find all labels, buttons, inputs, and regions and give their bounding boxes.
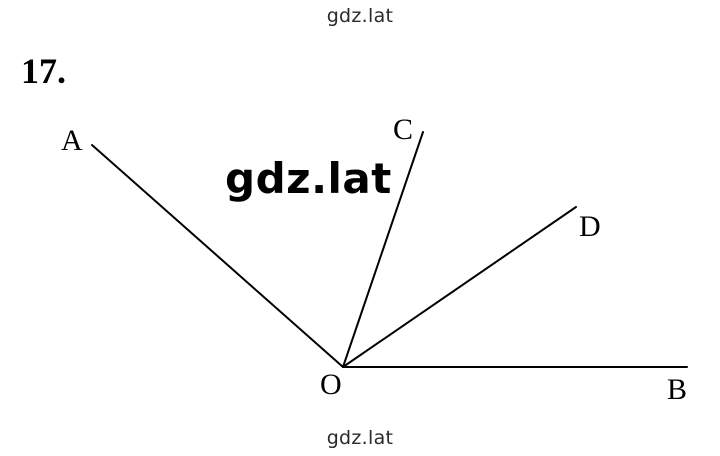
ray-OC: [342, 131, 424, 368]
label-C: C: [393, 113, 413, 146]
ray-OD: [342, 206, 577, 368]
problem-number: 17.: [21, 51, 66, 91]
watermark-center: gdz.lat: [225, 154, 392, 203]
watermark-bottom: gdz.lat: [326, 427, 394, 449]
label-B: B: [667, 373, 687, 406]
ray-OA: [91, 144, 344, 368]
watermark-top: gdz.lat: [326, 5, 394, 27]
label-O: O: [320, 368, 342, 401]
label-D: D: [579, 210, 601, 243]
label-A: A: [61, 124, 83, 157]
